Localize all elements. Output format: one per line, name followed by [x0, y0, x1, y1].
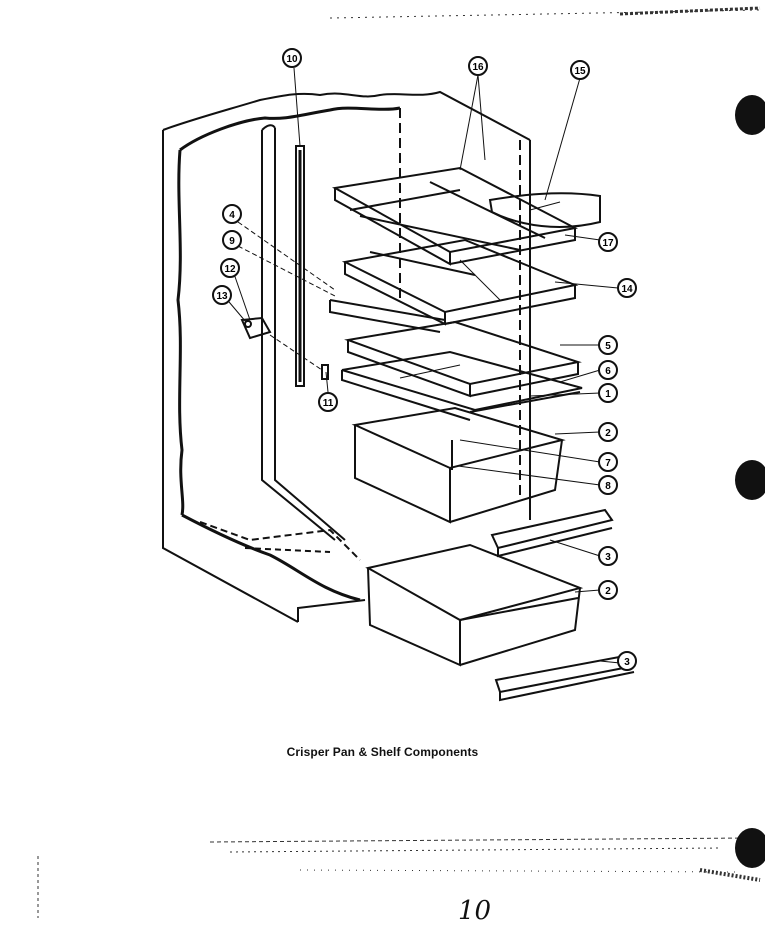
svg-text:3: 3 [605, 552, 611, 563]
refrigerator-cabinet [162, 90, 531, 623]
scan-noise [37, 6, 761, 918]
diagram-caption: Crisper Pan & Shelf Components [286, 745, 479, 759]
callout-10: 10 [282, 48, 302, 68]
callout-13: 13 [212, 285, 232, 305]
crisper-pan-lower [365, 543, 584, 667]
svg-text:16: 16 [472, 62, 484, 73]
svg-text:12: 12 [224, 264, 236, 275]
svg-text:14: 14 [621, 284, 633, 295]
callout-7: 7 [598, 452, 618, 472]
svg-text:6: 6 [605, 366, 611, 377]
top-shelf-assembly [331, 166, 579, 266]
callout-9: 9 [222, 230, 242, 250]
callout-12: 12 [220, 258, 240, 278]
crisper-cover-frame [341, 350, 583, 421]
callout-2-lower: 2 [598, 580, 618, 600]
svg-text:10: 10 [286, 54, 298, 65]
shelf-brackets [240, 316, 329, 380]
crisper-pan-upper [351, 406, 566, 524]
scan-punch-mark [735, 828, 765, 868]
svg-text:2: 2 [605, 428, 611, 439]
callout-6: 6 [598, 360, 618, 380]
svg-text:17: 17 [602, 238, 614, 249]
callout-16: 16 [468, 56, 488, 76]
callout-4: 4 [222, 204, 242, 224]
svg-text:15: 15 [574, 66, 586, 77]
svg-text:11: 11 [323, 398, 334, 409]
middle-shelf-assembly [329, 238, 579, 333]
callout-labels: 10 16 15 17 14 5 6 1 2 7 8 3 2 3 4 9 12 … [212, 48, 637, 671]
glass-panel-5 [344, 320, 582, 398]
callout-17: 17 [598, 232, 618, 252]
svg-text:5: 5 [605, 341, 611, 352]
callout-14: 14 [617, 278, 637, 298]
glass-shelf-15 [488, 192, 601, 228]
page-number: 10 [458, 896, 492, 926]
callout-1: 1 [598, 383, 618, 403]
scan-punch-mark [735, 460, 765, 500]
callout-3-upper: 3 [598, 546, 618, 566]
callout-15: 15 [570, 60, 590, 80]
svg-text:9: 9 [229, 236, 235, 247]
callout-2-upper: 2 [598, 422, 618, 442]
svg-text:7: 7 [605, 458, 611, 469]
callout-11: 11 [318, 392, 338, 412]
svg-text:13: 13 [216, 291, 228, 302]
callout-8-right: 8 [598, 475, 618, 495]
svg-text:1: 1 [605, 389, 611, 400]
callout-5: 5 [598, 335, 618, 355]
svg-text:8: 8 [605, 481, 611, 492]
svg-text:3: 3 [624, 657, 630, 668]
scan-punch-mark [735, 95, 765, 135]
callout-3-lower: 3 [617, 651, 637, 671]
svg-text:4: 4 [229, 210, 235, 221]
leader-lines [223, 67, 631, 665]
svg-text:2: 2 [605, 586, 611, 597]
